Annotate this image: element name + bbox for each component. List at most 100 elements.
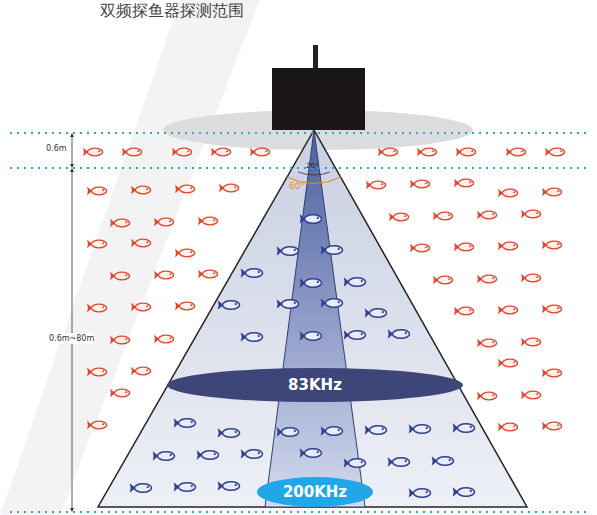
fish-icon bbox=[174, 482, 196, 492]
fish-icon bbox=[250, 148, 270, 157]
fish-icon bbox=[521, 210, 541, 219]
fish-icon bbox=[454, 179, 474, 188]
fish-icon bbox=[87, 304, 107, 313]
fish-icon bbox=[433, 212, 453, 221]
fish-icon bbox=[130, 483, 152, 493]
fish-icon bbox=[300, 448, 322, 458]
fish-icon bbox=[454, 307, 474, 316]
fish-icon bbox=[378, 148, 398, 157]
fish-icon bbox=[409, 488, 431, 498]
fish-icon bbox=[388, 457, 410, 467]
fish-icon bbox=[174, 418, 196, 428]
fish-icon bbox=[365, 308, 387, 318]
fish-icon bbox=[506, 148, 526, 157]
fish-icon bbox=[218, 428, 240, 438]
fish-icon bbox=[175, 249, 195, 258]
fish-icon bbox=[521, 274, 541, 283]
fish-icon bbox=[110, 272, 130, 281]
fish-icon bbox=[110, 389, 130, 398]
fish-icon bbox=[542, 305, 562, 314]
fish-icon bbox=[344, 330, 366, 340]
fish-icon bbox=[477, 211, 497, 220]
fish-icon bbox=[154, 271, 174, 280]
fish-icon bbox=[219, 184, 239, 193]
dimension-label: 0.6m~80m bbox=[49, 333, 94, 344]
fish-icon bbox=[131, 239, 151, 248]
fish-icon bbox=[198, 270, 218, 279]
node-text: 83KHz bbox=[288, 376, 342, 394]
node-text: 200KHz bbox=[283, 483, 347, 501]
fish-icon bbox=[154, 335, 174, 344]
fish-icon bbox=[321, 245, 343, 255]
fish-finder-device bbox=[272, 68, 365, 130]
fish-icon bbox=[365, 425, 387, 435]
fish-icon bbox=[277, 427, 299, 437]
fish-icon bbox=[241, 332, 263, 342]
fish-icon bbox=[498, 306, 518, 315]
dimension-line bbox=[72, 135, 73, 166]
fish-icon bbox=[87, 240, 107, 249]
fish-icon bbox=[300, 214, 322, 224]
fish-icon bbox=[241, 268, 263, 278]
fish-icon bbox=[153, 451, 175, 461]
angle-label: 60° bbox=[289, 181, 305, 191]
fish-icon bbox=[388, 329, 410, 339]
fish-icon bbox=[545, 148, 565, 157]
fish-icon bbox=[453, 487, 475, 497]
fish-icon bbox=[477, 275, 497, 284]
dotted-line bbox=[10, 511, 590, 513]
fish-icon bbox=[241, 449, 263, 459]
fish-icon bbox=[454, 243, 474, 252]
fish-icon bbox=[498, 189, 518, 198]
fish-icon bbox=[410, 180, 430, 189]
fish-icon bbox=[131, 367, 151, 376]
fish-icon bbox=[456, 148, 476, 157]
fish-icon bbox=[110, 336, 130, 345]
fish-icon bbox=[211, 148, 231, 157]
fish-icon bbox=[321, 298, 343, 308]
frequency-ellipse: 200KHz bbox=[257, 477, 373, 507]
fish-group bbox=[83, 148, 565, 498]
fish-icon bbox=[389, 213, 409, 222]
fish-icon bbox=[321, 426, 343, 436]
fish-icon bbox=[300, 278, 322, 288]
fish-icon bbox=[433, 276, 453, 285]
fish-icon bbox=[83, 148, 103, 157]
fish-icon bbox=[218, 300, 240, 310]
fish-icon bbox=[542, 422, 562, 431]
frequency-ellipse: 83KHz bbox=[167, 368, 463, 402]
fish-icon bbox=[521, 338, 541, 347]
fish-icon bbox=[477, 392, 497, 401]
fish-icon bbox=[542, 369, 562, 378]
fish-icon bbox=[218, 481, 240, 491]
angle-arc-20 bbox=[298, 172, 330, 175]
fish-icon bbox=[542, 188, 562, 197]
fish-icon bbox=[277, 246, 299, 256]
fish-icon bbox=[453, 423, 475, 433]
fish-icon bbox=[498, 423, 518, 432]
cable bbox=[313, 45, 318, 70]
fish-icon bbox=[521, 391, 541, 400]
dimension-label: 0.6m bbox=[46, 144, 67, 153]
fish-icon bbox=[344, 458, 366, 468]
fish-icon bbox=[197, 450, 219, 460]
fish-icon bbox=[131, 303, 151, 312]
fish-icon bbox=[542, 241, 562, 250]
fish-icon bbox=[477, 339, 497, 348]
fish-icon bbox=[175, 302, 195, 311]
fish-icon bbox=[110, 219, 130, 228]
fish-icon bbox=[432, 456, 454, 466]
fish-icon bbox=[277, 299, 299, 309]
dotted-line bbox=[10, 167, 590, 169]
fish-icon bbox=[300, 331, 322, 341]
fish-icon bbox=[131, 186, 151, 195]
fish-icon bbox=[366, 181, 386, 190]
dotted-line bbox=[10, 132, 590, 134]
fish-icon bbox=[175, 185, 195, 194]
fish-icon bbox=[498, 242, 518, 251]
fish-icon bbox=[87, 368, 107, 377]
narrow-cone bbox=[265, 130, 365, 507]
fish-icon bbox=[154, 218, 174, 227]
fish-icon bbox=[409, 424, 431, 434]
